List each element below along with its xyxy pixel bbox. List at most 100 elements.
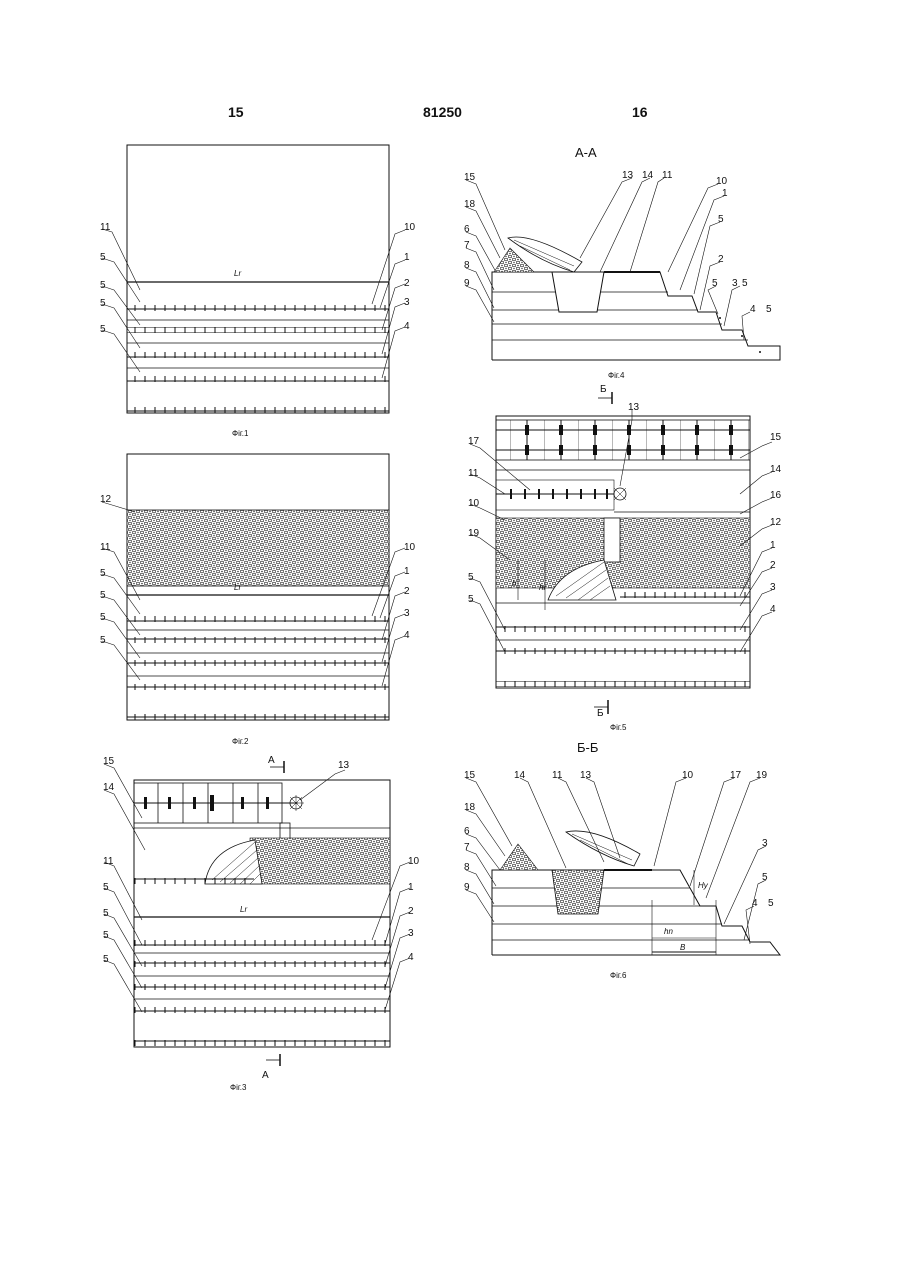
fig2-label-12: 12 — [100, 494, 112, 505]
fig4-label-2: 2 — [718, 254, 724, 265]
fig4-label-14: 14 — [642, 170, 654, 181]
fig5-section-top: Б — [600, 384, 607, 395]
fig4-title: A-A — [575, 145, 597, 160]
fig6-label-4: 4 — [752, 898, 758, 909]
fig5-caption: Фіг.5 — [610, 723, 627, 732]
fig5-label-16: 16 — [770, 490, 782, 501]
fig6-label-18: 18 — [464, 802, 476, 813]
fig1-label-5b: 5 — [100, 280, 106, 291]
fig2-label-10: 10 — [404, 542, 416, 553]
fig5-label-14: 14 — [770, 464, 782, 475]
fig4-label-6: 6 — [464, 224, 470, 235]
fig3-label-1: 1 — [408, 882, 414, 893]
fig1-label-11: 11 — [100, 222, 111, 233]
fig5-label-15: 15 — [770, 432, 782, 443]
fig3-label-2: 2 — [408, 906, 414, 917]
fig1-label-4: 4 — [404, 321, 410, 332]
figure-5: b hr Б Б 17 13 15 11 14 16 10 12 19 1 2 — [468, 384, 782, 732]
fig6-label-7: 7 — [464, 842, 470, 853]
fig6-label-19: 19 — [756, 770, 768, 781]
fig5-label-17: 17 — [468, 436, 480, 447]
fig5-label-2: 2 — [770, 560, 776, 571]
fig6-label-8: 8 — [464, 862, 470, 873]
fig3-label-4: 4 — [408, 952, 414, 963]
fig1-label-5c: 5 — [100, 298, 106, 309]
fig2-label-1: 1 — [404, 566, 410, 577]
fig2-label-5c: 5 — [100, 612, 106, 623]
fig2-label-5b: 5 — [100, 590, 106, 601]
fig3-label-5c: 5 — [103, 930, 109, 941]
fig5-label-4: 4 — [770, 604, 776, 615]
fig4-label-5b: 5 — [712, 278, 718, 289]
fig5-label-10: 10 — [468, 498, 480, 509]
fig4-label-11: 11 — [662, 170, 673, 181]
fig3-label-15: 15 — [103, 756, 115, 767]
fig6-label-6: 6 — [464, 826, 470, 837]
fig4-label-15: 15 — [464, 172, 476, 183]
fig3-label-10: 10 — [408, 856, 420, 867]
fig2-label-3: 3 — [404, 608, 410, 619]
fig6-label-11: 11 — [552, 770, 563, 781]
fig3-label-11: 11 — [103, 856, 114, 867]
fig5-label-19: 19 — [468, 528, 480, 539]
fig3-section-bottom: A — [262, 1070, 269, 1081]
fig3-caption: Фіг.3 — [230, 1083, 247, 1092]
fig2-label-5d: 5 — [100, 635, 106, 646]
fig5-label-12: 12 — [770, 517, 782, 528]
fig5-section-bottom: Б — [597, 708, 604, 719]
fig2-label-4: 4 — [404, 630, 410, 641]
fig4-label-13: 13 — [622, 170, 634, 181]
fig4-label-5a: 5 — [718, 214, 724, 225]
fig5-label-13: 13 — [628, 402, 640, 413]
fig6-title: Б-Б — [577, 740, 598, 755]
fig1-label-2: 2 — [404, 278, 410, 289]
fig1-label-5d: 5 — [100, 324, 106, 335]
figure-3: A A 15 14 13 11 10 5 1 5 2 5 3 5 4 Lr Фі… — [103, 755, 420, 1092]
fig4-label-5c: 5 — [742, 278, 748, 289]
fig1-label-3: 3 — [404, 297, 410, 308]
fig5-label-3: 3 — [770, 582, 776, 593]
fig4-caption: Фіг.4 — [608, 371, 625, 380]
fig6-dim-b: B — [680, 943, 686, 952]
fig5-label-11: 11 — [468, 468, 479, 479]
fig4-label-7: 7 — [464, 240, 470, 251]
fig6-label-17: 17 — [730, 770, 742, 781]
fig3-label-5b: 5 — [103, 908, 109, 919]
fig6-dim-hy: Hy — [698, 881, 709, 890]
fig2-label-11: 11 — [100, 542, 111, 553]
fig2-label-5a: 5 — [100, 568, 106, 579]
fig1-label-5a: 5 — [100, 252, 106, 263]
fig6-label-13: 13 — [580, 770, 592, 781]
fig1-label-10: 10 — [404, 222, 416, 233]
fig4-label-4: 4 — [750, 304, 756, 315]
fig5-label-5b: 5 — [468, 594, 474, 605]
fig6-label-15: 15 — [464, 770, 476, 781]
fig4-label-5d: 5 — [766, 304, 772, 315]
fig6-label-3: 3 — [762, 838, 768, 849]
fig5-dim-b: b — [512, 579, 517, 588]
fig1-dim-lr: Lr — [234, 269, 241, 278]
figure-2: 12 11 10 5 1 5 2 5 3 5 4 Lr Фіг.2 — [100, 454, 416, 746]
figure-1: 11 10 5 1 5 2 5 3 5 4 Lr Фіг.1 — [100, 145, 416, 438]
fig6-label-14: 14 — [514, 770, 526, 781]
fig2-caption: Фіг.2 — [232, 737, 249, 746]
fig3-label-5a: 5 — [103, 882, 109, 893]
fig1-label-1: 1 — [404, 252, 410, 263]
fig2-label-2: 2 — [404, 586, 410, 597]
fig4-label-9: 9 — [464, 278, 470, 289]
fig4-label-10: 10 — [716, 176, 728, 187]
fig4-label-8: 8 — [464, 260, 470, 271]
fig5-label-1: 1 — [770, 540, 776, 551]
fig3-dim-lr: Lr — [240, 905, 247, 914]
fig6-label-10: 10 — [682, 770, 694, 781]
fig5-label-5a: 5 — [468, 572, 474, 583]
fig4-label-3: 3 — [732, 278, 738, 289]
fig2-dim-lr: Lr — [234, 583, 241, 592]
fig1-caption: Фіг.1 — [232, 429, 249, 438]
fig3-label-3: 3 — [408, 928, 414, 939]
fig3-label-14: 14 — [103, 782, 115, 793]
fig3-section-top: A — [268, 755, 275, 766]
fig4-label-18: 18 — [464, 199, 476, 210]
fig6-label-9: 9 — [464, 882, 470, 893]
